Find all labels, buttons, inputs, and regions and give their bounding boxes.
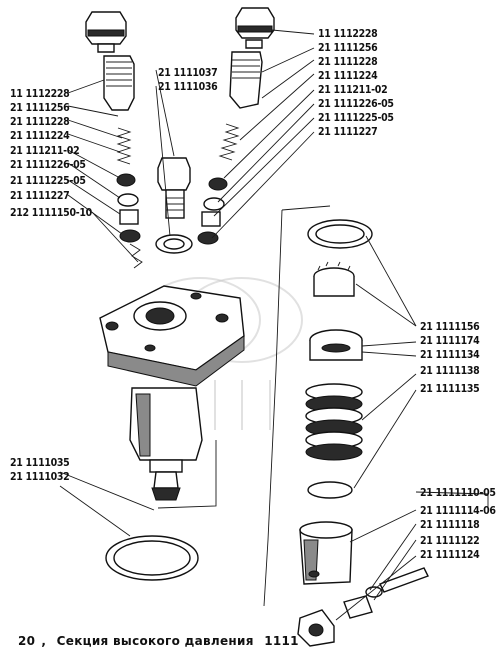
label-21-1111032: 21 1111032 xyxy=(10,471,69,483)
label-21-1111225-05-left: 21 1111225-05 xyxy=(10,175,86,187)
label-21-1111228-right: 21 1111228 xyxy=(318,56,377,68)
label-21-1111156: 21 1111156 xyxy=(420,321,480,333)
label-group-right: 21 1111156 21 1111174 21 1111134 21 1111… xyxy=(420,321,480,395)
label-group-top-right: 11 1112228 21 1111256 21 1111228 21 1111… xyxy=(318,28,394,138)
right-spring xyxy=(218,123,240,161)
label-21-111211-02-right: 21 111211-02 xyxy=(318,84,387,96)
label-21-1111228-left: 21 1111228 xyxy=(10,116,69,128)
label-21-1111124: 21 1111124 xyxy=(420,549,480,561)
label-21-1111118: 21 1111118 xyxy=(420,519,479,531)
right-parts-stack xyxy=(297,219,429,647)
label-21-1111122: 21 1111122 xyxy=(420,535,479,547)
label-21-1111110-05: 21 1111110-05 xyxy=(420,487,496,499)
pump-housing xyxy=(99,285,245,501)
left-valve-assembly xyxy=(85,11,143,269)
label-21-1111226-05-right: 21 1111226-05 xyxy=(318,98,394,110)
left-spring xyxy=(116,127,132,165)
label-11-1112228-left: 11 1112228 xyxy=(10,88,69,100)
label-21-1111227-right: 21 1111227 xyxy=(318,126,377,138)
label-21-111211-02-left: 21 111211-02 xyxy=(10,145,79,157)
label-21-1111225-05-right: 21 1111225-05 xyxy=(318,112,394,124)
figure-title: Секция высокого давления xyxy=(56,634,254,648)
label-212-1111150-10: 212 1111150-10 xyxy=(10,207,93,219)
figure-caption: 20, Секция высокого давления 1111 xyxy=(18,634,305,648)
main-spring xyxy=(305,383,363,461)
center-plug xyxy=(155,157,193,254)
label-21-1111227-left: 21 1111227 xyxy=(10,190,69,202)
figure-number: 20 xyxy=(18,634,36,648)
bottom-washer xyxy=(105,535,199,581)
label-21-1111224-left: 21 1111224 xyxy=(10,130,70,142)
label-21-1111226-05-left: 21 1111226-05 xyxy=(10,159,86,171)
label-21-1111037: 21 1111037 xyxy=(158,67,217,79)
label-21-1111035: 21 1111035 xyxy=(10,457,69,469)
label-group-top-center: 21 1111037 21 1111036 xyxy=(158,67,218,93)
label-group-left: 11 1112228 21 1111256 21 1111228 21 1111… xyxy=(10,88,93,219)
label-11-1112228-right: 11 1112228 xyxy=(318,28,377,40)
label-group-bottom-right: 21 1111110-05 21 1111114-06 21 1111118 2… xyxy=(420,487,497,561)
leader-lines xyxy=(59,29,489,621)
right-valve-assembly xyxy=(197,7,275,245)
label-21-1111256-left: 21 1111256 xyxy=(10,102,70,114)
label-21-1111036: 21 1111036 xyxy=(158,81,218,93)
figure-code: 1111 xyxy=(264,634,299,648)
label-21-1111174: 21 1111174 xyxy=(420,335,480,347)
label-21-1111138: 21 1111138 xyxy=(420,365,479,377)
label-21-1111256-right: 21 1111256 xyxy=(318,42,378,54)
label-21-1111135: 21 1111135 xyxy=(420,383,479,395)
label-21-1111134: 21 1111134 xyxy=(420,349,480,361)
figure-separator: , xyxy=(41,634,47,648)
label-21-1111114-06: 21 1111114-06 xyxy=(420,505,496,517)
label-group-bottom-left: 21 1111035 21 1111032 xyxy=(10,457,70,483)
group-frame xyxy=(157,205,331,607)
label-21-1111224-right: 21 1111224 xyxy=(318,70,378,82)
